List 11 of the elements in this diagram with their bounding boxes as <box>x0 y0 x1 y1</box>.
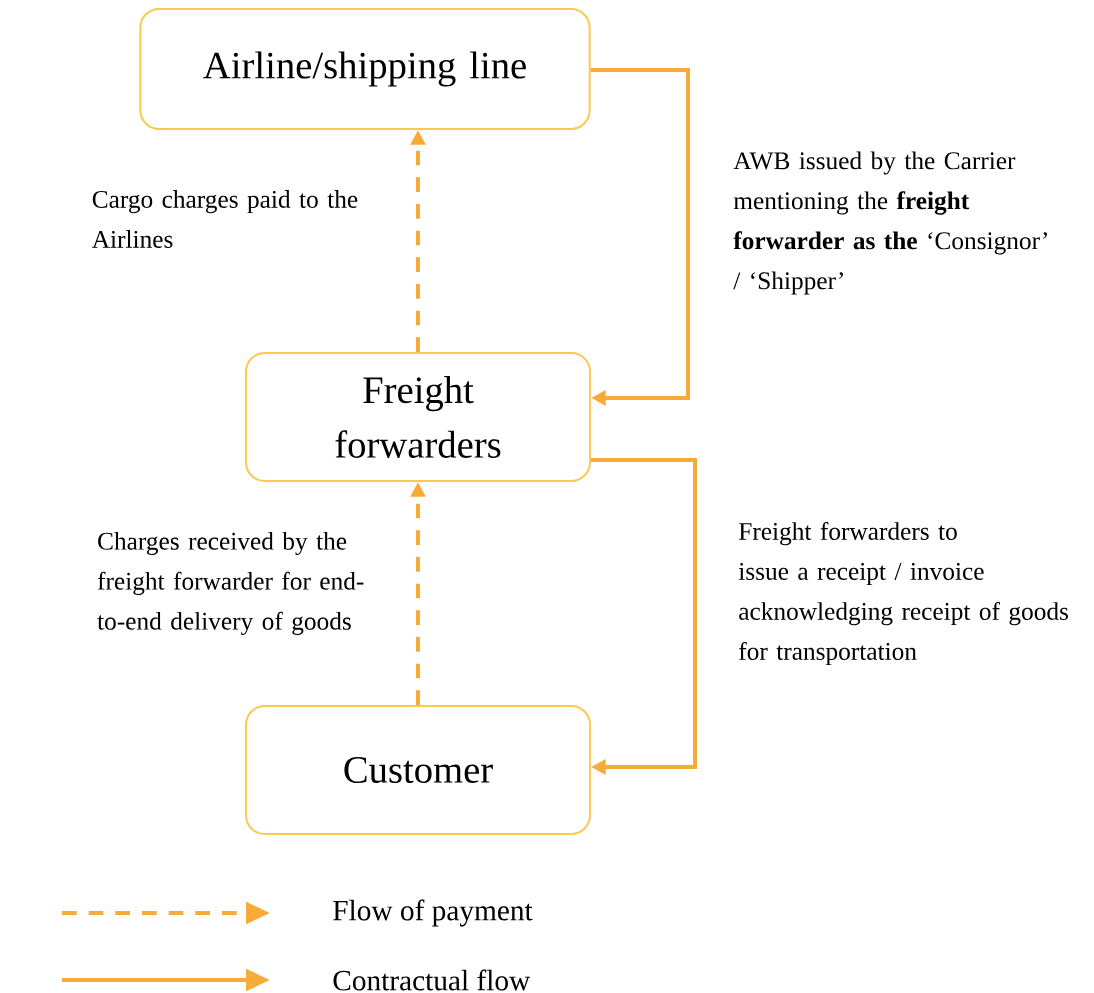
process-box: Airline/shipping line <box>139 8 591 130</box>
legend-text: Contractual flow <box>333 969 531 991</box>
process-box: Customer <box>245 705 591 835</box>
arrow <box>591 458 697 775</box>
edge-label: AWB issued by the Carrier mentioning the freight forwarder as the ‘Consignor’ / ‘Shipper’ <box>733 151 1047 295</box>
process-box: Freight forwarders <box>245 352 591 482</box>
edge-label: Freight forwarders to issue a receipt / invoice acknowledging receipt of goods for transportation <box>738 521 1068 666</box>
edge-label: Charges received by the freight forwarder for end-to-end delivery of goods <box>97 532 364 635</box>
arrow <box>590 68 690 406</box>
legend-text: Flow of payment <box>333 899 533 927</box>
edge-label: Cargo charges paid to the Airlines <box>92 190 358 248</box>
